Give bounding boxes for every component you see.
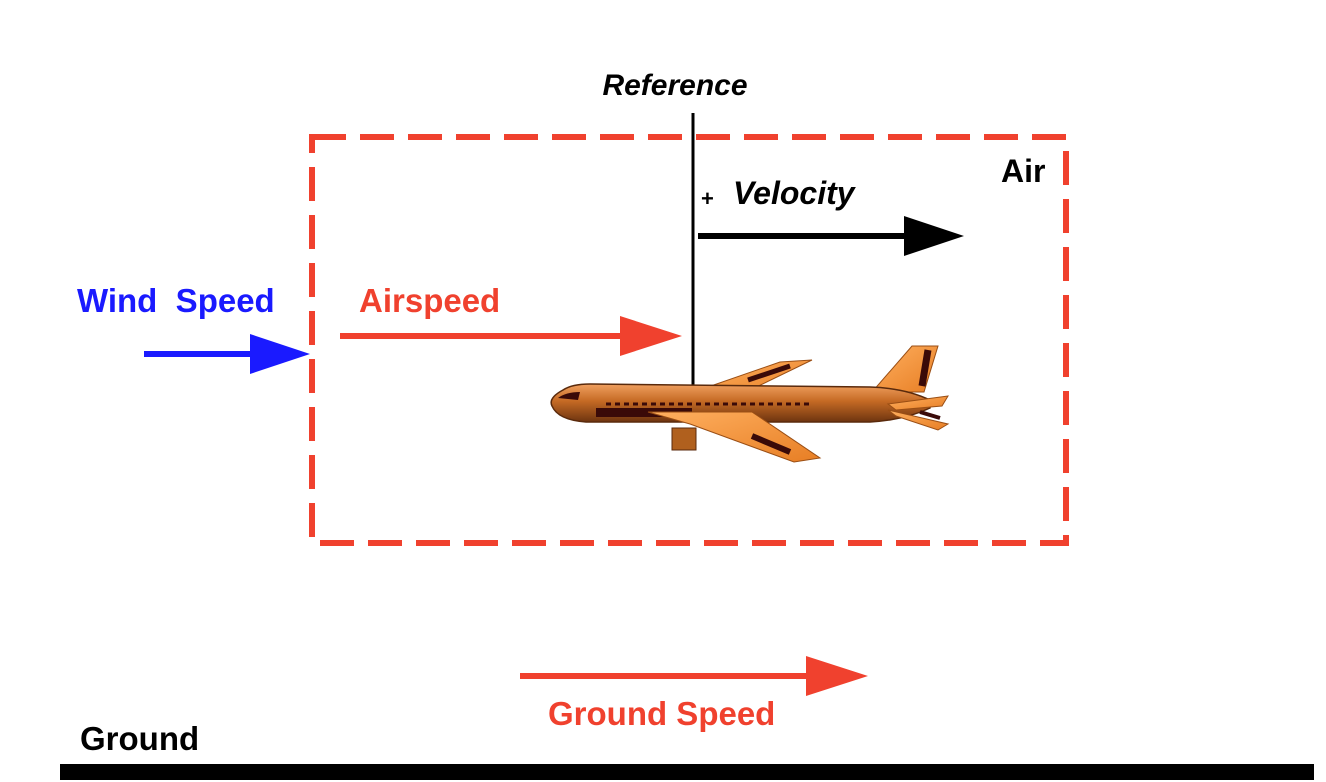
ground-line: [60, 764, 1314, 780]
positive-direction-sign: +: [701, 186, 714, 211]
airspeed-label: Airspeed: [359, 282, 500, 319]
velocity-arrow: [698, 216, 964, 256]
air-label: Air: [1001, 153, 1045, 189]
wind-speed-arrow: [144, 334, 310, 374]
wind-speed-label: Wind Speed: [77, 282, 275, 319]
airliner-side-view-icon: [550, 345, 950, 463]
velocity-label: Velocity: [733, 175, 857, 211]
reference-label: Reference: [602, 69, 747, 102]
ground-speed-label: Ground Speed: [548, 695, 775, 732]
air-frame-box: [309, 134, 1069, 546]
airspeed-arrow: [340, 316, 682, 356]
ground-label: Ground: [80, 720, 199, 757]
ground-speed-arrow: [520, 656, 868, 696]
